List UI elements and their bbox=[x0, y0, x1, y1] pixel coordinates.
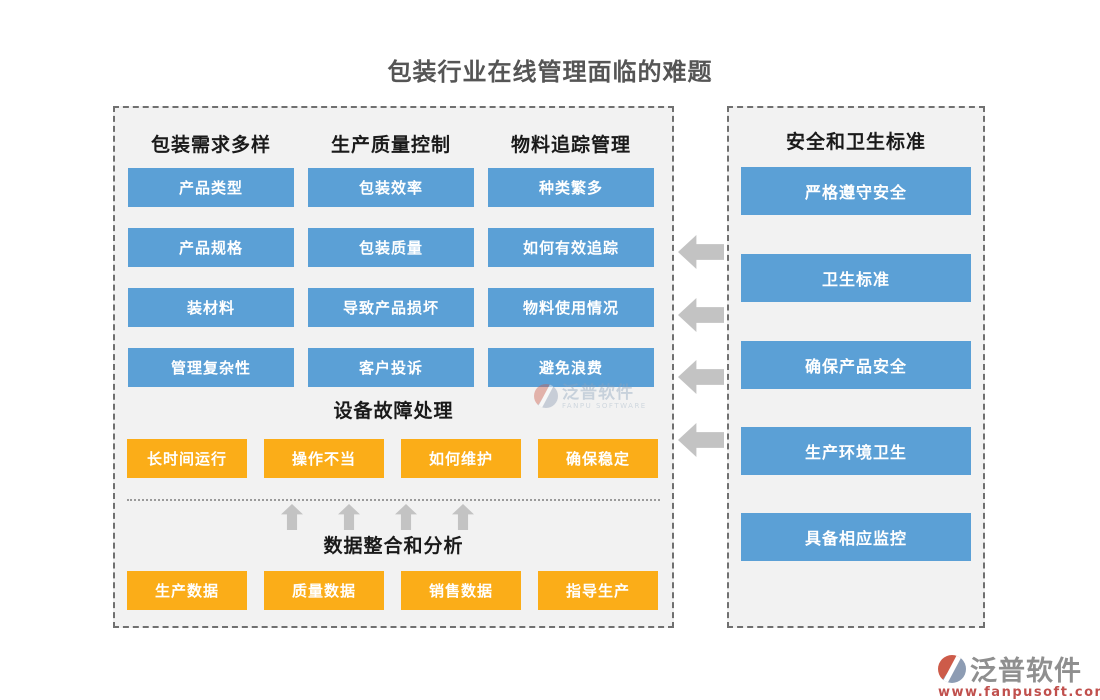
equipment-section-header: 设备故障处理 bbox=[333, 400, 454, 422]
data-row: 生产数据 质量数据 销售数据 指导生产 bbox=[127, 571, 658, 610]
arrow-up-icon bbox=[395, 504, 417, 530]
arrow-up-icon bbox=[281, 504, 303, 530]
left-panel: 包装需求多样 生产质量控制 物料追踪管理 产品类型 产品规格 装材料 管理复杂性… bbox=[113, 106, 674, 628]
standard-box: 生产环境卫生 bbox=[741, 427, 971, 475]
issue-box: 如何有效追踪 bbox=[488, 228, 654, 267]
issue-box: 导致产品损坏 bbox=[308, 288, 474, 327]
watermark-brand-en: FANPU SOFTWARE bbox=[562, 402, 647, 410]
equipment-box: 确保稳定 bbox=[538, 439, 658, 478]
column-header-quality-control: 生产质量控制 bbox=[330, 134, 451, 156]
footer-website: www.fanpusoft.com bbox=[938, 685, 1100, 700]
data-box: 质量数据 bbox=[264, 571, 384, 610]
issue-box: 避免浪费 bbox=[488, 348, 654, 387]
standard-box: 卫生标准 bbox=[741, 254, 971, 302]
issue-box: 种类繁多 bbox=[488, 168, 654, 207]
equipment-box: 长时间运行 bbox=[127, 439, 247, 478]
standard-box: 严格遵守安全 bbox=[741, 167, 971, 215]
arrow-up-icon bbox=[452, 504, 474, 530]
standard-box: 具备相应监控 bbox=[741, 513, 971, 561]
standard-box: 确保产品安全 bbox=[741, 341, 971, 389]
issue-grid: 产品类型 产品规格 装材料 管理复杂性 包装效率 包装质量 导致产品损坏 客户投… bbox=[128, 168, 654, 387]
page-title: 包装行业在线管理面临的难题 bbox=[387, 58, 713, 86]
data-box: 生产数据 bbox=[127, 571, 247, 610]
data-box: 销售数据 bbox=[401, 571, 521, 610]
safety-section-header: 安全和卫生标准 bbox=[785, 131, 926, 153]
fanpu-logo-icon bbox=[938, 654, 966, 683]
arrow-left-icon bbox=[678, 235, 724, 269]
issue-box: 客户投诉 bbox=[308, 348, 474, 387]
footer-logo-row: 泛普软件 bbox=[938, 649, 1100, 688]
equipment-box: 如何维护 bbox=[401, 439, 521, 478]
arrow-left-icon bbox=[678, 360, 724, 394]
up-arrows bbox=[281, 504, 474, 530]
watermark-text: 泛普软件 FANPU SOFTWARE bbox=[562, 384, 647, 410]
column-header-material-tracking: 物料追踪管理 bbox=[510, 134, 631, 156]
fanpu-logo-icon bbox=[534, 384, 558, 408]
issue-box: 包装质量 bbox=[308, 228, 474, 267]
equipment-row: 长时间运行 操作不当 如何维护 确保稳定 bbox=[127, 439, 658, 478]
footer-logo: 泛普软件 www.fanpusoft.com bbox=[938, 649, 1100, 700]
issue-box: 物料使用情况 bbox=[488, 288, 654, 327]
issue-box: 管理复杂性 bbox=[128, 348, 294, 387]
issue-box: 产品规格 bbox=[128, 228, 294, 267]
dotted-separator bbox=[127, 499, 660, 501]
data-section-header: 数据整合和分析 bbox=[323, 535, 464, 557]
footer-brand: 泛普软件 bbox=[970, 656, 1082, 687]
arrow-left-icon bbox=[678, 423, 724, 457]
right-panel: 安全和卫生标准 严格遵守安全 卫生标准 确保产品安全 生产环境卫生 具备相应监控 bbox=[727, 106, 985, 628]
column-headers: 包装需求多样 生产质量控制 物料追踪管理 bbox=[128, 130, 654, 157]
data-box: 指导生产 bbox=[538, 571, 658, 610]
watermark-logo: 泛普软件 FANPU SOFTWARE bbox=[534, 384, 647, 410]
arrow-up-icon bbox=[338, 504, 360, 530]
equipment-box: 操作不当 bbox=[264, 439, 384, 478]
issue-box: 产品类型 bbox=[128, 168, 294, 207]
issue-box: 装材料 bbox=[128, 288, 294, 327]
watermark-brand: 泛普软件 bbox=[562, 383, 634, 403]
issue-box: 包装效率 bbox=[308, 168, 474, 207]
column-header-packaging-needs: 包装需求多样 bbox=[150, 134, 271, 156]
arrow-left-icon bbox=[678, 298, 724, 332]
